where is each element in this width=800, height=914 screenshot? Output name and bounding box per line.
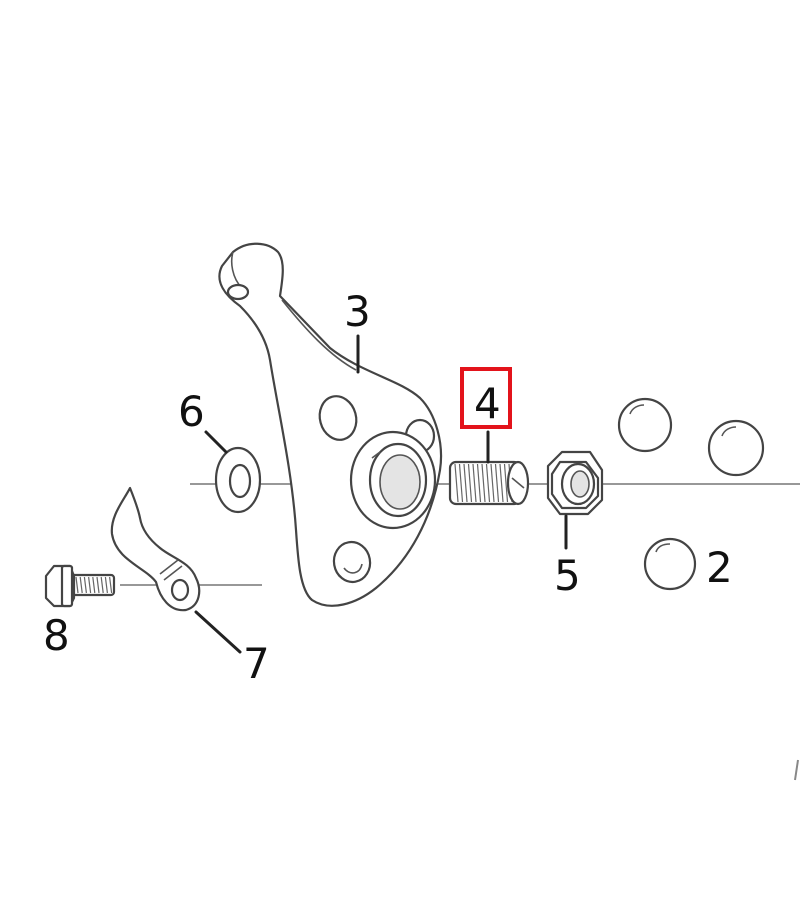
part-3-lever-arm (218, 242, 443, 607)
edge-mark (794, 759, 799, 781)
callout-7: 7 (243, 639, 270, 688)
part-6-washer (214, 446, 262, 514)
callout-8: 8 (43, 611, 70, 660)
callout-2: 2 (706, 543, 733, 592)
callout-labels: 3 4 5 6 2 7 8 (43, 287, 733, 688)
callout-5: 5 (554, 551, 581, 600)
callout-3: 3 (344, 287, 371, 336)
part-2-balls (617, 397, 765, 591)
part-4-threaded-bushing (448, 460, 530, 506)
callout-4: 4 (474, 379, 501, 428)
part-8-flange-bolt (44, 564, 116, 608)
callout-6: 6 (178, 387, 205, 436)
highlight-box-part-4 (460, 367, 512, 429)
part-5-hex-nut (546, 450, 604, 516)
callout-leaders (194, 334, 568, 654)
part-7-hook-pawl (110, 486, 201, 612)
